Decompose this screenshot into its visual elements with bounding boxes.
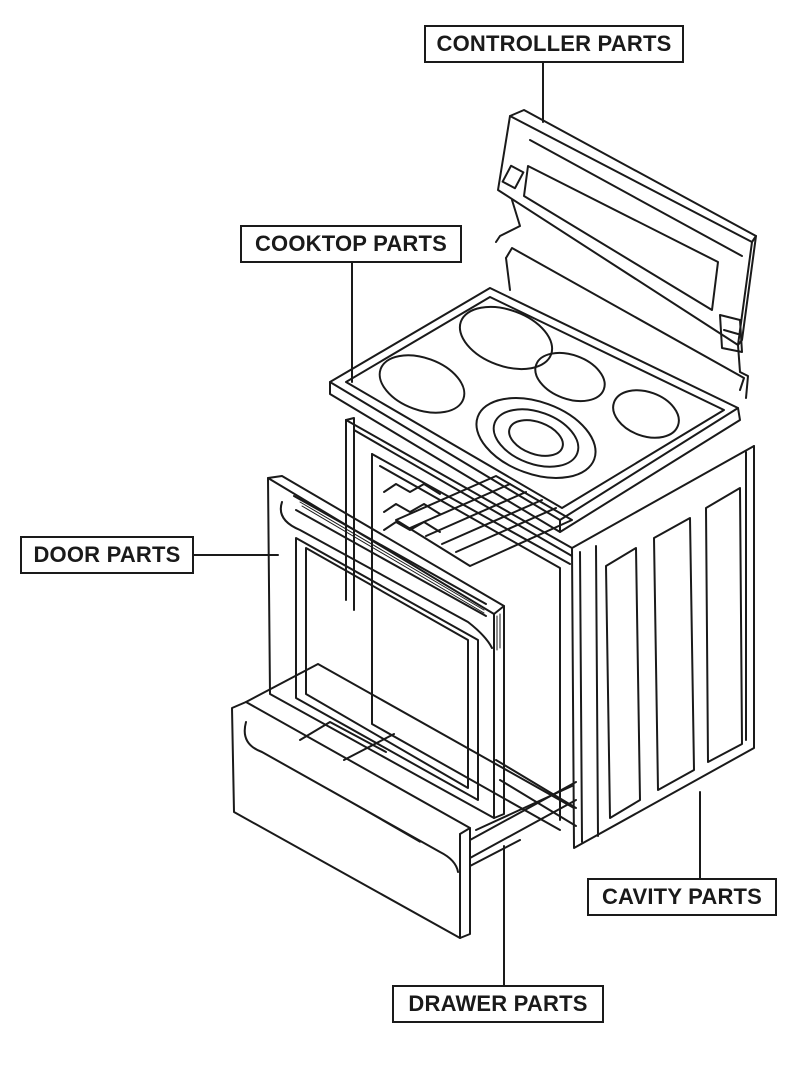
callout-leader-lines: [193, 62, 701, 986]
drawer-parts-label[interactable]: DRAWER PARTS: [392, 985, 604, 1023]
cavity-parts-label[interactable]: CAVITY PARTS: [587, 878, 777, 916]
controller-parts-label[interactable]: CONTROLLER PARTS: [424, 25, 684, 63]
door-drawing: [267, 475, 505, 819]
cooktop-parts-label[interactable]: COOKTOP PARTS: [240, 225, 462, 263]
cooktop-drawing: [329, 287, 741, 533]
cavity-drawing: [345, 417, 755, 849]
door-parts-label[interactable]: DOOR PARTS: [20, 536, 194, 574]
cooktop-backsplash: [505, 247, 745, 391]
controller-panel-drawing: [495, 109, 757, 399]
drawer-drawing: [231, 663, 577, 939]
